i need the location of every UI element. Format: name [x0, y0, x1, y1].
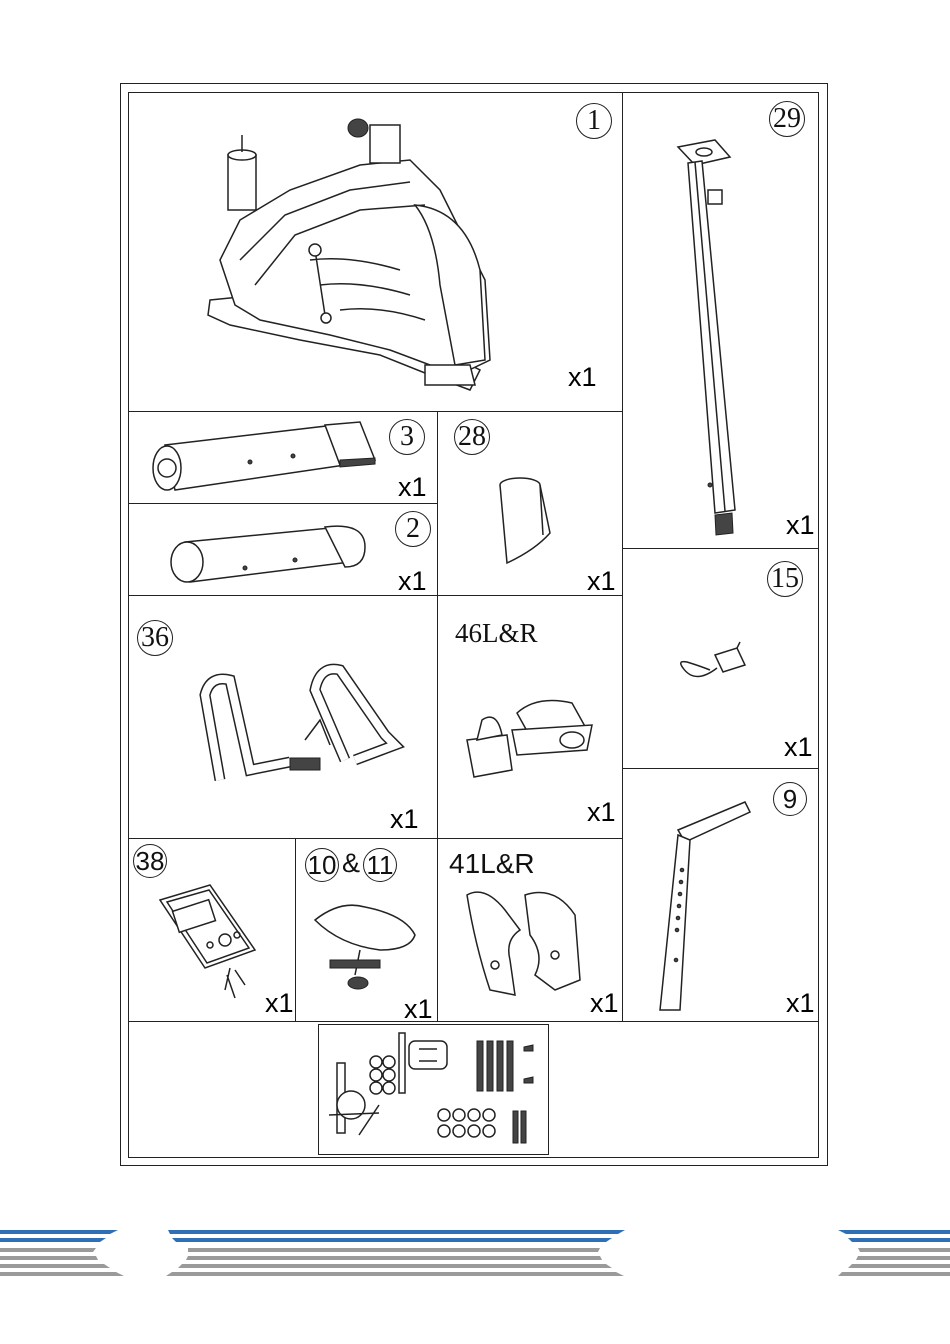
- upright-post-icon: [670, 135, 750, 545]
- rear-stabilizer-icon: [165, 522, 370, 587]
- part-number: 2: [395, 511, 431, 547]
- part-quantity: x1: [590, 988, 619, 1019]
- part-number: 3: [389, 419, 425, 455]
- handlebar-icon: [195, 650, 410, 795]
- part-quantity: x1: [568, 362, 597, 393]
- part-number-a: 10: [305, 848, 339, 882]
- part-quantity: x1: [587, 797, 616, 828]
- hardware-card-icon: [318, 1024, 549, 1155]
- part-quantity: x1: [390, 804, 419, 835]
- part-quantity: x1: [398, 566, 427, 597]
- part-number: 38: [133, 844, 167, 878]
- part-quantity: x1: [398, 472, 427, 503]
- part-number: 41L&R: [449, 848, 535, 880]
- seat-post-icon: [650, 800, 760, 1015]
- part-number: 46L&R: [455, 618, 538, 649]
- part-number: 9: [773, 782, 807, 816]
- part-quantity: x1: [404, 994, 433, 1025]
- footer-stripes: [0, 1228, 950, 1276]
- part-number-amp: &: [342, 848, 360, 879]
- pedals-icon: [462, 695, 597, 785]
- front-stabilizer-icon: [145, 420, 380, 495]
- part-number: 29: [769, 101, 805, 137]
- grid-line: [128, 411, 623, 412]
- part-quantity: x1: [587, 566, 616, 597]
- post-cover-icon: [495, 475, 555, 570]
- part-number: 1: [576, 103, 612, 139]
- power-adapter-icon: [675, 640, 750, 685]
- part-number: 36: [137, 620, 173, 656]
- side-covers-icon: [465, 885, 585, 1005]
- grid-line: [128, 838, 623, 839]
- grid-line: [128, 595, 623, 596]
- grid-line: [622, 92, 623, 1022]
- grid-line: [295, 838, 296, 1022]
- part-quantity: x1: [786, 988, 815, 1019]
- grid-line: [128, 503, 438, 504]
- part-quantity: x1: [784, 732, 813, 763]
- part-quantity: x1: [786, 510, 815, 541]
- console-icon: [155, 880, 270, 1000]
- seat-icon: [310, 895, 420, 995]
- part-number: 28: [454, 419, 490, 455]
- grid-line: [622, 548, 819, 549]
- grid-line: [622, 768, 819, 769]
- part-number-b: 11: [363, 848, 397, 882]
- part-number: 15: [767, 561, 803, 597]
- grid-line: [128, 1021, 819, 1022]
- bike-frame-icon: [200, 110, 500, 400]
